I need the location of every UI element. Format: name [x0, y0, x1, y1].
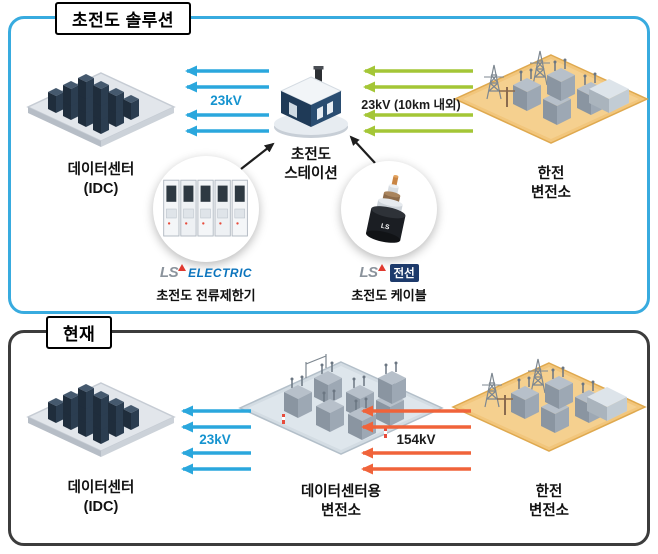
station-label-line2: 스테이션 — [284, 165, 338, 182]
panel-superconducting-solution: 데이터센터 (IDC) 초전도 스테이션 한전 변전소 23kV 23kV (1… — [8, 16, 650, 314]
ls-electric-logo-electric: ELECTRIC — [188, 266, 253, 280]
kepco-substation-label-line1: 한전 — [537, 166, 565, 182]
station-label: 초전도 스테이션 — [263, 146, 359, 184]
ls-cable-logo: LS 전선 — [327, 264, 451, 282]
datacenter-illustration — [26, 55, 176, 155]
current-limiter-label: 초전도 전류제한기 — [156, 288, 256, 303]
ls-cable-logo-ls: LS — [359, 264, 378, 281]
ls-cable-logo-suffix: 전선 — [389, 264, 419, 282]
link-label-23kv-bottom: 23kV — [199, 432, 231, 447]
datacenter-substation-label-line1: 데이터센터용 — [300, 484, 382, 500]
cable-illustration: LS — [365, 175, 406, 243]
kepco-substation-illustration-bottom — [449, 347, 649, 467]
ls-logo-accent-icon — [178, 264, 187, 271]
kepco-substation-label-line2: 변전소 — [530, 184, 572, 201]
top-panel-title: 초전도 솔루션 — [55, 2, 192, 35]
datacenter-illustration-bottom — [26, 365, 176, 465]
switchgear-illustration — [163, 179, 248, 237]
datacenter-label-bottom: 데이터센터 (IDC) — [36, 479, 166, 517]
datacenter-substation-label-line2: 변전소 — [320, 502, 362, 519]
ls-cable-logo-accent-icon — [377, 264, 386, 271]
datacenter-label-line1: 데이터센터 — [67, 162, 135, 178]
datacenter-substation-illustration — [236, 348, 446, 473]
datacenter-label: 데이터센터 (IDC) — [36, 161, 166, 199]
callout-circle-current-limiter — [153, 156, 259, 262]
datacenter-substation-label: 데이터센터용 변전소 — [279, 483, 403, 521]
station-label-line1: 초전도 — [290, 147, 332, 163]
link-label-154kv: 154kV — [396, 432, 436, 447]
cable-ls-mark: LS — [380, 223, 390, 232]
callout-circle-cable: LS — [341, 161, 437, 257]
datacenter-label-bottom-line2: (IDC) — [83, 498, 119, 515]
ls-electric-logo: LS ELECTRIC — [139, 264, 273, 282]
kepco-substation-label-bottom-line2: 변전소 — [528, 502, 570, 519]
link-label-23kv-10km: 23kV (10km 내외) — [361, 98, 461, 112]
kepco-substation-label: 한전 변전소 — [481, 165, 621, 203]
datacenter-label-bottom-line1: 데이터센터 — [67, 480, 135, 496]
cable-label: 초전도 케이블 — [351, 288, 427, 303]
bottom-panel-title: 현재 — [46, 316, 113, 349]
panel-current-state: 데이터센터 (IDC) 데이터센터용 변전소 한전 변전소 23kV 154kV — [8, 330, 650, 546]
kepco-substation-label-bottom: 한전 변전소 — [479, 483, 619, 521]
datacenter-label-line2: (IDC) — [83, 180, 119, 197]
ls-electric-logo-ls: LS — [159, 264, 179, 281]
kepco-substation-illustration — [451, 39, 651, 159]
link-label-23kv: 23kV — [210, 93, 242, 108]
kepco-substation-label-bottom-line1: 한전 — [535, 484, 563, 500]
superconducting-station-illustration — [261, 61, 361, 143]
